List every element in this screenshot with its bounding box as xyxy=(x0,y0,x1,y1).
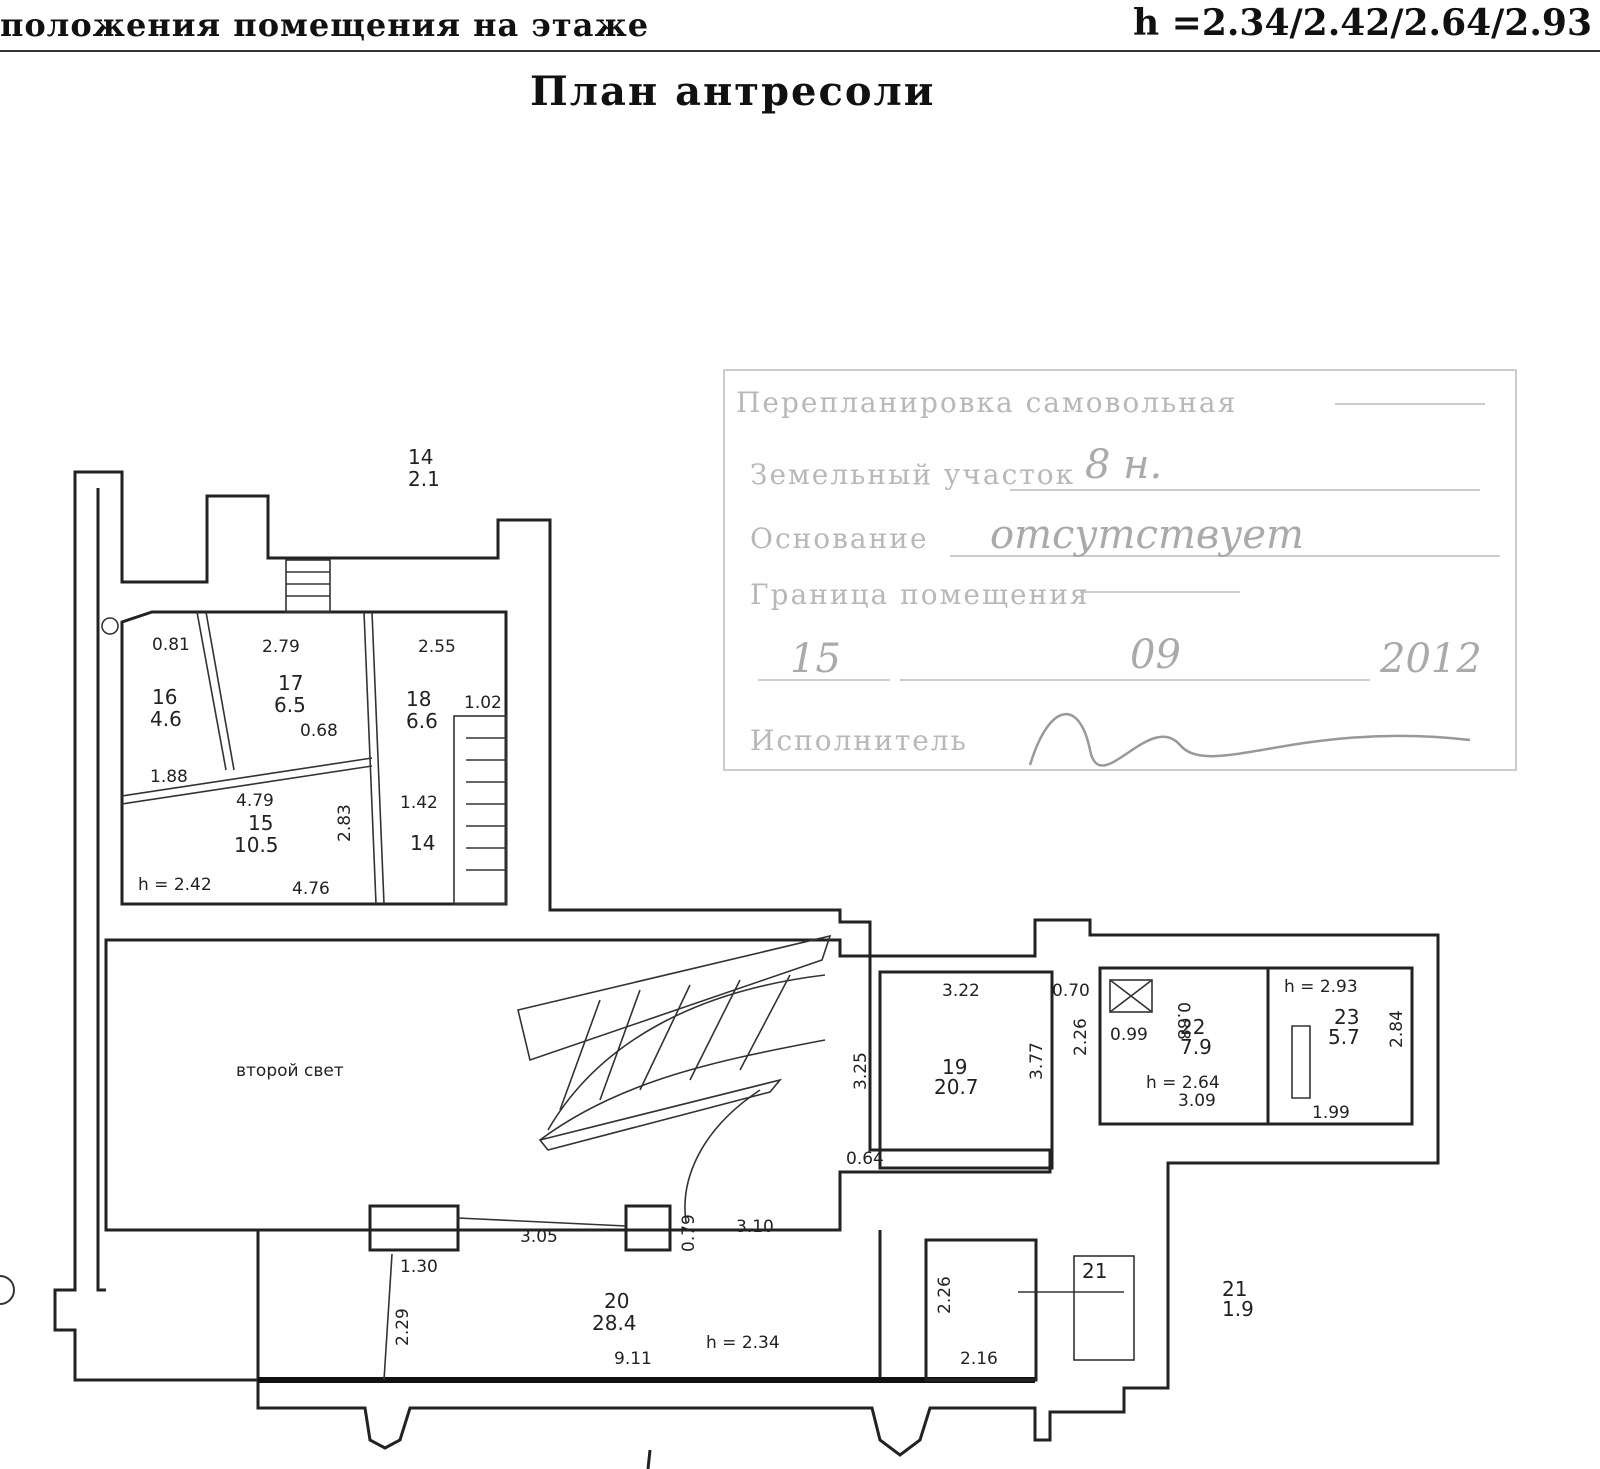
room-23-id: 23 xyxy=(1334,1005,1359,1029)
dimension-label: 1.88 xyxy=(150,767,188,787)
dimension-label: 3.77 xyxy=(1027,1042,1047,1080)
second-light-label: второй свет xyxy=(236,1061,344,1081)
dimension-label: 2.26 xyxy=(935,1276,955,1314)
room-20-id: 20 xyxy=(604,1289,629,1313)
page-title: План антресоли xyxy=(530,68,936,115)
dimension-label: 0.70 xyxy=(1052,981,1090,1001)
room-15-id: 15 xyxy=(248,811,273,835)
room-20-area: 28.4 xyxy=(592,1311,637,1335)
stamp-hand-5: 2012 xyxy=(1379,636,1482,682)
room-23-area: 5.7 xyxy=(1328,1025,1360,1049)
dimension-label: 3.05 xyxy=(520,1227,558,1247)
room-17-area: 6.5 xyxy=(274,693,306,717)
room-14-area: 2.1 xyxy=(408,467,440,491)
dimension-label: 9.11 xyxy=(614,1349,652,1369)
dimension-label: 2.29 xyxy=(393,1308,413,1346)
dimension-label: 2.16 xyxy=(960,1349,998,1369)
stamp: Перепланировка самовольная Земельный уча… xyxy=(723,369,1517,771)
room-15-area: 10.5 xyxy=(234,833,279,857)
height-293: h = 2.93 xyxy=(1284,977,1358,997)
main-hall xyxy=(104,934,1052,1232)
room-19-id: 19 xyxy=(942,1055,967,1079)
room-21-area: 1.9 xyxy=(1222,1297,1254,1321)
stamp-hand-1: 8 н. xyxy=(1085,442,1162,488)
height-234: h = 2.34 xyxy=(706,1333,780,1353)
dimension-label: 3.10 xyxy=(736,1217,774,1237)
room-18-area: 6.6 xyxy=(406,709,438,733)
room-16-area: 4.6 xyxy=(150,707,182,731)
cut-mark xyxy=(646,1449,652,1469)
dimension-label: 0.79 xyxy=(679,1214,699,1252)
height-264: h = 2.64 xyxy=(1146,1073,1220,1093)
south-rooms xyxy=(0,1204,1135,1383)
stamp-line-3: Основание xyxy=(750,522,929,555)
dimension-label: 0.68 xyxy=(300,721,338,741)
room-18-id: 18 xyxy=(406,687,431,711)
room-17-id: 17 xyxy=(278,671,303,695)
dimension-label: 0.88 xyxy=(1173,1002,1193,1040)
dimension-label: 2.79 xyxy=(262,637,300,657)
room-14-id: 14 xyxy=(408,445,433,469)
dimension-labels: 0.81 2.79 2.55 0.68 1.02 1.88 4.79 1.42 … xyxy=(150,635,1407,1369)
header-heights-text: h =2.34/2.42/2.64/2.93 xyxy=(1132,2,1592,44)
stamp-hand-2: отсутствует xyxy=(990,512,1304,558)
dimension-label: 2.55 xyxy=(418,637,456,657)
room-21-id: 21 xyxy=(1222,1277,1247,1301)
dimension-label: 4.79 xyxy=(236,791,274,811)
room-16-id: 16 xyxy=(152,685,177,709)
room-labels: 14 2.1 16 4.6 17 6.5 18 6.6 15 10.5 14 1… xyxy=(150,445,1360,1335)
dimension-label: 0.99 xyxy=(1110,1025,1148,1045)
dimension-label: 1.99 xyxy=(1312,1103,1350,1123)
dimension-label: 3.22 xyxy=(942,981,980,1001)
stamp-line-4: Граница помещения xyxy=(750,578,1090,611)
outer-walls xyxy=(53,470,1440,1457)
room-22-area: 7.9 xyxy=(1180,1035,1212,1059)
dimension-label: 2.83 xyxy=(335,804,355,842)
dimension-label: 3.25 xyxy=(851,1052,871,1090)
stamp-line-5: Исполнитель xyxy=(750,724,968,757)
stamp-line-2: Земельный участок xyxy=(750,458,1075,491)
upper-block xyxy=(101,559,508,906)
east-rooms xyxy=(878,966,1414,1170)
dimension-label: 3.09 xyxy=(1178,1091,1216,1111)
dimension-label: 2.26 xyxy=(1071,1018,1091,1056)
dimension-label: 0.81 xyxy=(152,635,190,655)
dimension-label: 4.76 xyxy=(292,879,330,899)
height-242: h = 2.42 xyxy=(138,875,212,895)
dimension-label: 2.84 xyxy=(1387,1010,1407,1048)
dimension-label: 1.30 xyxy=(400,1257,438,1277)
height-labels: h = 2.42 h = 2.93 h = 2.64 h = 2.34 xyxy=(138,875,1358,1353)
header-rule xyxy=(0,50,1600,52)
room-19-area: 20.7 xyxy=(934,1075,979,1099)
stamp-hand-3: 15 xyxy=(790,636,841,682)
dimension-label: 1.02 xyxy=(464,693,502,713)
room-21b-id: 21 xyxy=(1082,1259,1107,1283)
room-22-id: 22 xyxy=(1180,1015,1205,1039)
stamp-line-1: Перепланировка самовольная xyxy=(736,386,1237,419)
dimension-label: 0.64 xyxy=(846,1149,884,1169)
stamp-hand-4: 09 xyxy=(1130,632,1181,678)
header-left-text: положения помещения на этаже xyxy=(0,6,650,44)
room-14b-id: 14 xyxy=(410,831,435,855)
stamp-signature xyxy=(1028,712,1471,767)
dimension-label: 1.42 xyxy=(400,793,438,813)
